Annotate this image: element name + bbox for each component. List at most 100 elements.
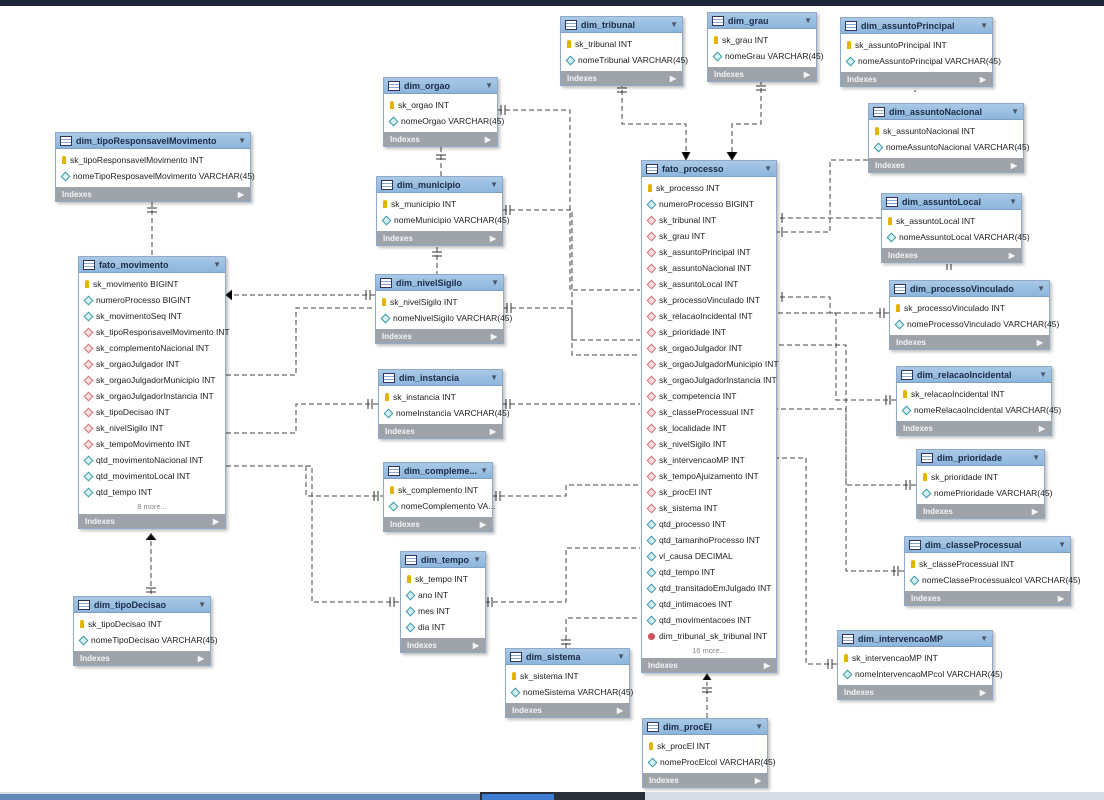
column-row[interactable]: nomeProcElcol VARCHAR(45) <box>643 754 776 770</box>
indexes-bar[interactable]: Indexes▶ <box>506 703 629 717</box>
expand-arrow-icon[interactable]: ▶ <box>763 660 770 670</box>
table-header[interactable]: dim_nivelSigilo▼ <box>376 275 503 291</box>
column-row[interactable]: sk_movimento BIGINT <box>79 276 225 292</box>
table-header[interactable]: dim_tempo▼ <box>401 552 485 568</box>
column-row[interactable]: sk_classeProcessual INT <box>905 556 1070 572</box>
expand-arrow-icon[interactable]: ▶ <box>669 73 676 83</box>
column-row[interactable]: sk_tempoMovimento INT <box>79 436 225 452</box>
column-row[interactable]: sk_classeProcessual INT <box>642 404 776 420</box>
indexes-bar[interactable]: Indexes▶ <box>890 335 1049 349</box>
indexes-bar[interactable]: Indexes▶ <box>897 421 1051 435</box>
expand-arrow-icon[interactable]: ▶ <box>1008 250 1015 260</box>
column-row[interactable]: sk_instancia INT <box>379 389 502 405</box>
indexes-bar[interactable]: Indexes▶ <box>79 514 225 528</box>
expand-arrow-icon[interactable]: ▶ <box>490 331 497 341</box>
column-row[interactable]: sk_procEl INT <box>643 738 767 754</box>
column-row[interactable]: sk_prioridade INT <box>642 324 776 340</box>
collapse-triangle-icon[interactable]: ▼ <box>755 722 763 731</box>
expand-arrow-icon[interactable]: ▶ <box>1010 160 1017 170</box>
column-row[interactable]: qtd_movimentoLocal INT <box>79 468 225 484</box>
expand-arrow-icon[interactable]: ▶ <box>212 516 219 526</box>
table-header[interactable]: dim_tipoDecisao▼ <box>74 597 210 613</box>
column-row[interactable]: sk_orgaoJulgador INT <box>642 340 776 356</box>
column-row[interactable]: nomeClasseProcessualcol VARCHAR(45) <box>905 572 1081 588</box>
collapse-triangle-icon[interactable]: ▼ <box>980 21 988 30</box>
column-row[interactable]: sk_tipoDecisao INT <box>74 616 210 632</box>
indexes-bar[interactable]: Indexes▶ <box>838 685 992 699</box>
table-header[interactable]: dim_procEl▼ <box>643 719 767 735</box>
table-header[interactable]: dim_orgao▼ <box>384 78 497 94</box>
table-header[interactable]: dim_assuntoPrincipal▼ <box>841 18 992 34</box>
column-row[interactable]: nomeOrgao VARCHAR(45) <box>384 113 504 129</box>
indexes-bar[interactable]: Indexes▶ <box>377 231 502 245</box>
column-row[interactable]: nomeNivelSigilo VARCHAR(45) <box>376 310 512 326</box>
column-row[interactable]: sk_nivelSigilo INT <box>376 294 503 310</box>
column-row[interactable]: sk_relacaoIncidental INT <box>642 308 776 324</box>
expand-arrow-icon[interactable]: ▶ <box>197 653 204 663</box>
collapse-triangle-icon[interactable]: ▼ <box>617 652 625 661</box>
expand-arrow-icon[interactable]: ▶ <box>489 426 496 436</box>
table-header[interactable]: dim_tipoResponsavelMovimento▼ <box>56 133 250 149</box>
column-row[interactable]: sk_orgaoJulgadorInstancia INT <box>642 372 777 388</box>
column-row[interactable]: sk_municipio INT <box>377 196 502 212</box>
column-row[interactable]: sk_processoVinculado INT <box>642 292 776 308</box>
collapse-triangle-icon[interactable]: ▼ <box>1037 284 1045 293</box>
table-header[interactable]: dim_assuntoLocal▼ <box>882 194 1021 210</box>
table-header[interactable]: dim_compleme...▼ <box>384 463 492 479</box>
table-dim-classeprocessual[interactable]: dim_classeProcessual▼sk_classeProcessual… <box>904 536 1081 606</box>
column-row[interactable]: numeroProcesso BIGINT <box>642 196 776 212</box>
table-dim-assuntoprincipal[interactable]: dim_assuntoPrincipal▼sk_assuntoPrincipal… <box>840 17 1001 87</box>
column-row[interactable]: sk_orgaoJulgadorMunicipio INT <box>642 356 779 372</box>
scrollbar[interactable] <box>0 792 1104 800</box>
expand-arrow-icon[interactable]: ▶ <box>1057 593 1064 603</box>
indexes-bar[interactable]: Indexes▶ <box>74 651 210 665</box>
expand-arrow-icon[interactable]: ▶ <box>803 69 810 79</box>
column-row[interactable]: sk_nivelSigilo INT <box>79 420 225 436</box>
indexes-bar[interactable]: Indexes▶ <box>56 187 250 201</box>
column-row[interactable]: nomeTipoResposavelMovimento VARCHAR(45) <box>56 168 255 184</box>
table-header[interactable]: dim_intervencaoMP▼ <box>838 631 992 647</box>
column-row[interactable]: sk_tempo INT <box>401 571 485 587</box>
column-row[interactable]: sk_procEl INT <box>642 484 776 500</box>
column-row[interactable]: sk_sistema INT <box>506 668 629 684</box>
column-row[interactable]: sk_assuntoPrincipal INT <box>642 244 776 260</box>
column-row[interactable]: sk_orgaoJulgadorMunicipio INT <box>79 372 225 388</box>
table-dim-assuntonacional[interactable]: dim_assuntoNacional▼sk_assuntoNacional I… <box>868 103 1029 173</box>
indexes-bar[interactable]: Indexes▶ <box>642 658 776 672</box>
table-dim-relacaoincidental[interactable]: dim_relacaoIncidental▼sk_relacaoIncident… <box>896 366 1061 436</box>
collapse-triangle-icon[interactable]: ▼ <box>480 466 488 475</box>
indexes-bar[interactable]: Indexes▶ <box>384 132 497 146</box>
column-row[interactable]: nomeAssuntoLocal VARCHAR(45) <box>882 229 1030 245</box>
expand-arrow-icon[interactable]: ▶ <box>1038 423 1045 433</box>
collapse-triangle-icon[interactable]: ▼ <box>238 136 246 145</box>
column-row[interactable]: qtd_processo INT <box>642 516 776 532</box>
collapse-triangle-icon[interactable]: ▼ <box>1011 107 1019 116</box>
column-row[interactable]: qtd_intimacoes INT <box>642 596 776 612</box>
indexes-bar[interactable]: Indexes▶ <box>869 158 1023 172</box>
column-row[interactable]: nomePrioridade VARCHAR(45) <box>917 485 1052 501</box>
column-row[interactable]: qtd_transitadoEmJulgado INT <box>642 580 776 596</box>
column-row[interactable]: sk_nivelSigilo INT <box>642 436 776 452</box>
expand-arrow-icon[interactable]: ▶ <box>479 519 486 529</box>
column-row[interactable]: qtd_tempo INT <box>79 484 225 500</box>
column-row[interactable]: sk_competencia INT <box>642 388 776 404</box>
collapse-triangle-icon[interactable]: ▼ <box>1058 540 1066 549</box>
column-row[interactable]: sk_assuntoNacional INT <box>642 260 776 276</box>
column-row[interactable]: nomeGrau VARCHAR(45) <box>708 48 824 64</box>
column-row[interactable]: sk_orgaoJulgadorInstancia INT <box>79 388 225 404</box>
collapse-triangle-icon[interactable]: ▼ <box>213 260 221 269</box>
indexes-bar[interactable]: Indexes▶ <box>841 72 992 86</box>
collapse-triangle-icon[interactable]: ▼ <box>980 634 988 643</box>
column-row[interactable]: dim_tribunal_sk_tribunal INT <box>642 628 776 644</box>
table-header[interactable]: dim_prioridade▼ <box>917 450 1044 466</box>
column-row[interactable]: sk_intervencaoMP INT <box>642 452 776 468</box>
column-row[interactable]: nomeIntervencaoMPcol VARCHAR(45) <box>838 666 1003 682</box>
column-row[interactable]: nomeComplemento VA... <box>384 498 495 514</box>
column-row[interactable]: qtd_movimentoNacional INT <box>79 452 225 468</box>
column-row[interactable]: sk_movimentoSeq INT <box>79 308 225 324</box>
